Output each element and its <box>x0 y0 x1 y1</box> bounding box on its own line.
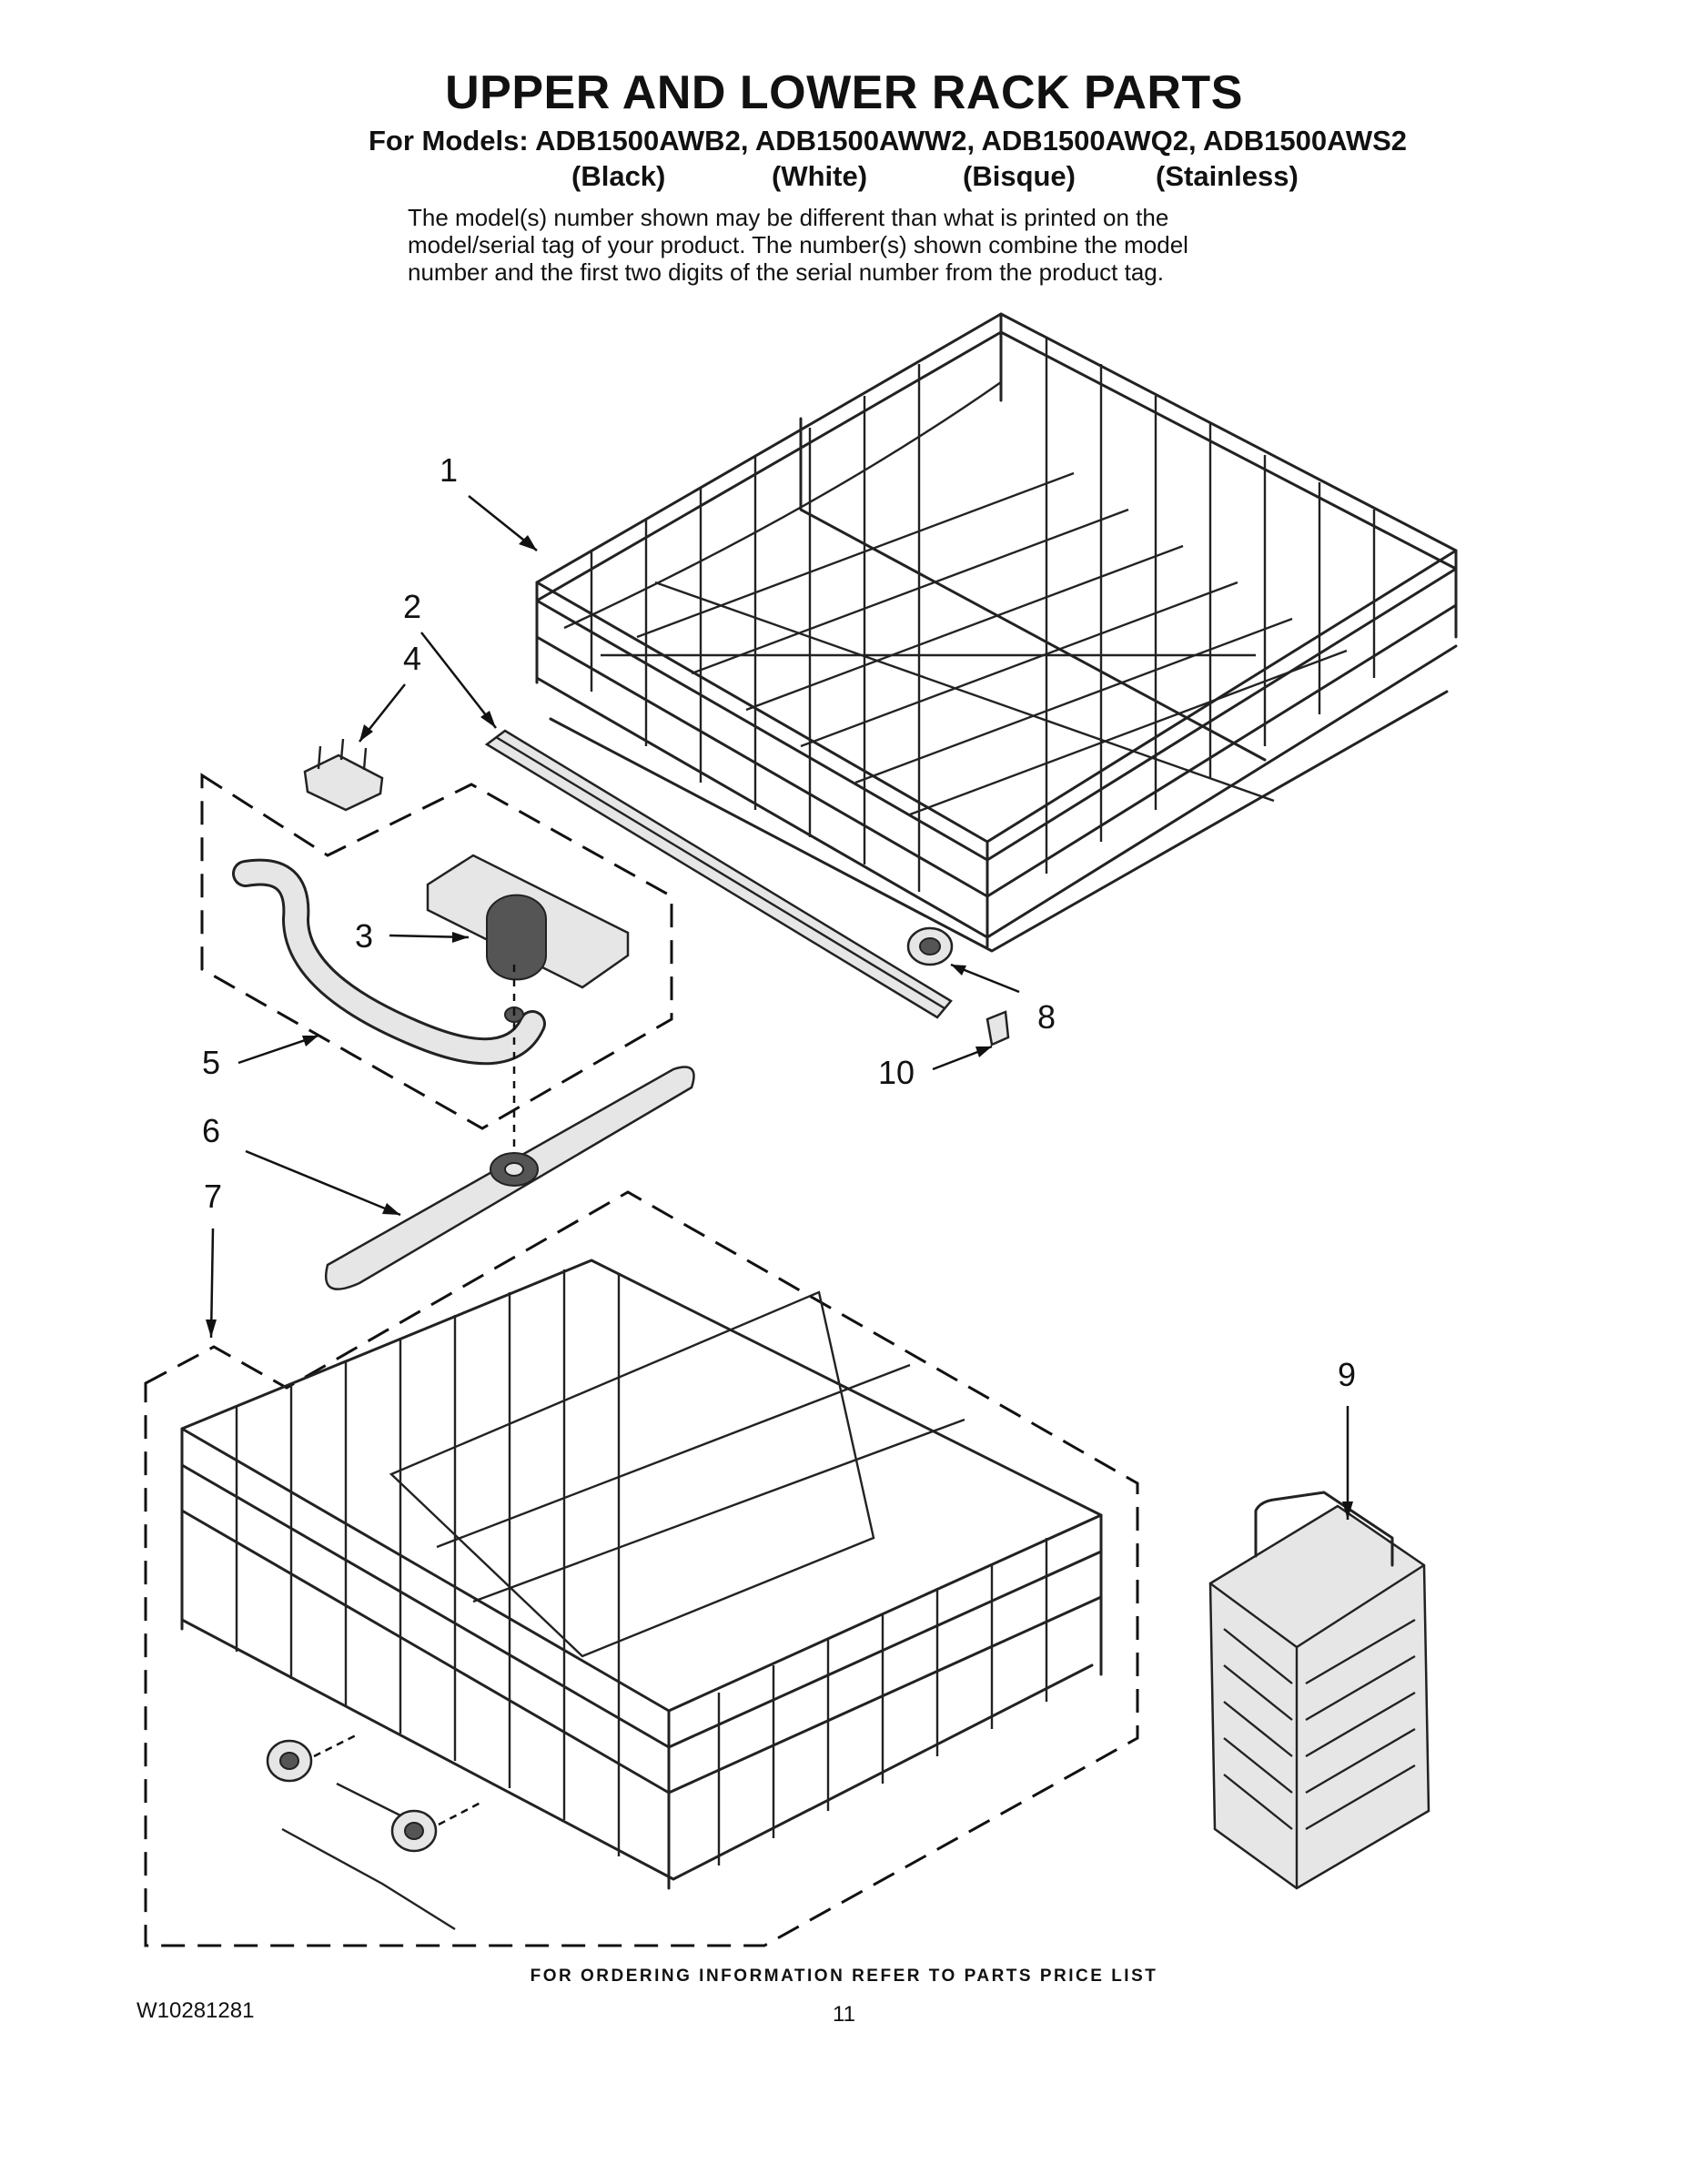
model-note-line: number and the first two digits of the s… <box>408 258 1164 286</box>
manifold-illustration <box>426 854 630 989</box>
callout-2: 2 <box>403 588 422 625</box>
color-label-stainless: (Stainless) <box>1156 160 1299 192</box>
lower-rack-illustration <box>180 1259 1103 1931</box>
manifold-clip-illustration <box>303 738 384 812</box>
rack-rail-illustration <box>484 729 953 1019</box>
model-note: The model(s) number shown may be differe… <box>408 204 1318 286</box>
upper-rack-illustration <box>535 312 1458 953</box>
callout-4: 4 <box>403 640 422 677</box>
lower-spray-arm-illustration <box>325 1066 695 1290</box>
ordering-info: FOR ORDERING INFORMATION REFER TO PARTS … <box>530 1967 1158 1986</box>
color-label-black: (Black) <box>571 160 666 192</box>
callout-6: 6 <box>202 1112 221 1149</box>
leader-2 <box>420 632 497 729</box>
page-title: UPPER AND LOWER RACK PARTS <box>445 66 1243 119</box>
model-note-line: The model(s) number shown may be differe… <box>408 204 1169 231</box>
color-label-white: (White) <box>772 160 868 192</box>
model-note-line: model/serial tag of your product. The nu… <box>408 231 1188 258</box>
callout-8: 8 <box>1037 998 1056 1036</box>
silverware-basket-illustration <box>1208 1491 1430 1890</box>
callout-1: 1 <box>440 451 459 489</box>
lower-rack-wheel-illustration <box>266 1732 483 1853</box>
callout-10: 10 <box>878 1054 915 1091</box>
callout-7: 7 <box>204 1178 223 1215</box>
leader-6 <box>245 1149 401 1217</box>
page-number: 11 <box>833 2002 855 2027</box>
callout-9: 9 <box>1338 1356 1357 1393</box>
assembly-boundary <box>200 773 673 1130</box>
document-number: W10281281 <box>136 1998 255 2023</box>
lower-rack-boundary <box>144 1190 1139 1947</box>
callout-3: 3 <box>355 917 374 955</box>
color-label-bisque: (Bisque) <box>963 160 1076 192</box>
wheel-clip-illustration <box>986 1010 1010 1046</box>
rack-wheel-illustration <box>906 926 954 966</box>
water-conduit-illustration <box>232 858 546 1066</box>
callout-5: 5 <box>202 1044 221 1081</box>
leader-arrowheads <box>206 535 1353 1520</box>
models-line: For Models: ADB1500AWB2, ADB1500AWW2, AD… <box>369 125 1407 157</box>
